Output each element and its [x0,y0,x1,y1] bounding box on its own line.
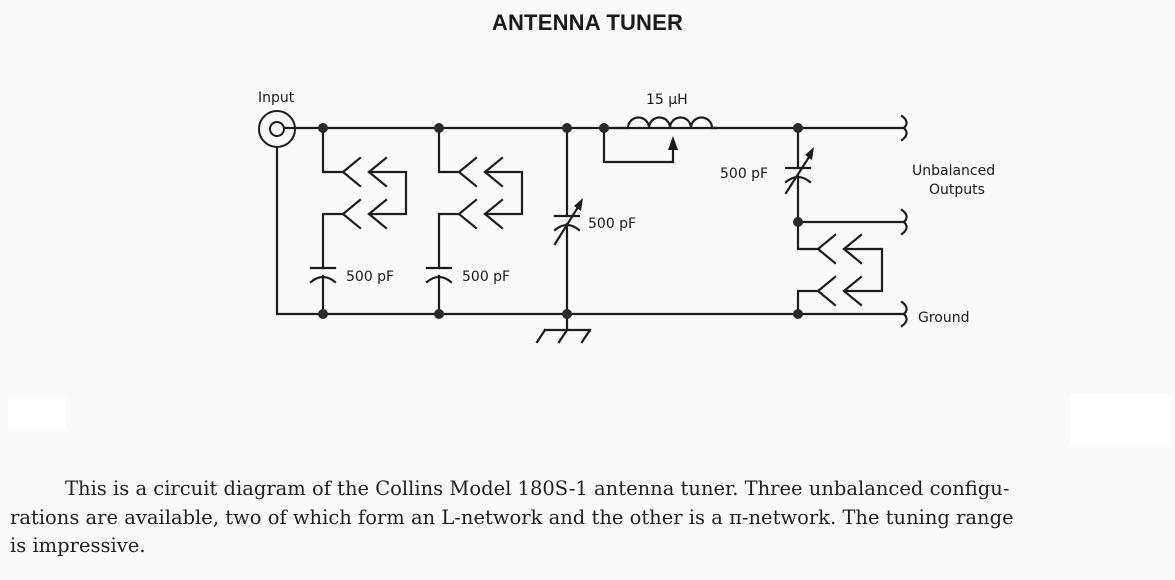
switch-1 [321,126,408,270]
cap-fixed-2-label: 500 pF [462,269,510,285]
output-terminal-2 [900,208,908,236]
caption-line-2: rations are available, two of which form… [10,504,1165,533]
ground-icon [535,312,592,344]
ground-label: Ground [918,310,970,326]
caption-line-1: This is a circuit diagram of the Collins… [10,475,1165,504]
inductor [602,116,718,130]
variable-capacitor-shunt [553,126,583,316]
figure-caption: This is a circuit diagram of the Collins… [10,475,1165,561]
ground-bus-wire [275,145,906,316]
caption-line-2-text: rations are available, two of which form… [10,505,1014,529]
inductor-label: 15 μH [646,92,688,108]
caption-line-3-text: is impressive. [10,534,146,557]
fixed-capacitor-1 [309,266,337,316]
inductor-tap-wire [602,126,675,164]
switch-2 [437,126,524,270]
ground-terminal [900,300,908,328]
blank-patch-right [1070,394,1170,444]
switch-3 [796,220,884,316]
diagram-title: ANTENNA TUNER [491,10,684,35]
output-terminal-1 [900,114,908,142]
outputs-label-line2: Outputs [929,182,985,198]
inductor-tap-arrow-icon [668,136,678,150]
circuit-diagram: Input 15 μH 500 pF 500 [258,90,995,344]
blank-patch-left [8,398,66,428]
input-label: Input [258,90,295,106]
fixed-capacitor-2 [425,266,453,316]
cap-variable-series-label: 500 pF [720,166,768,182]
caption-line-1-text: This is a circuit diagram of the Collins… [65,477,1010,500]
junction-dots [318,123,803,319]
cap-fixed-1-label: 500 pF [346,269,394,285]
cap-variable-shunt-label: 500 pF [588,216,636,232]
variable-capacitor-series [784,126,814,224]
outputs-label-line1: Unbalanced [912,163,995,179]
caption-line-3: is impressive. [10,532,1165,561]
